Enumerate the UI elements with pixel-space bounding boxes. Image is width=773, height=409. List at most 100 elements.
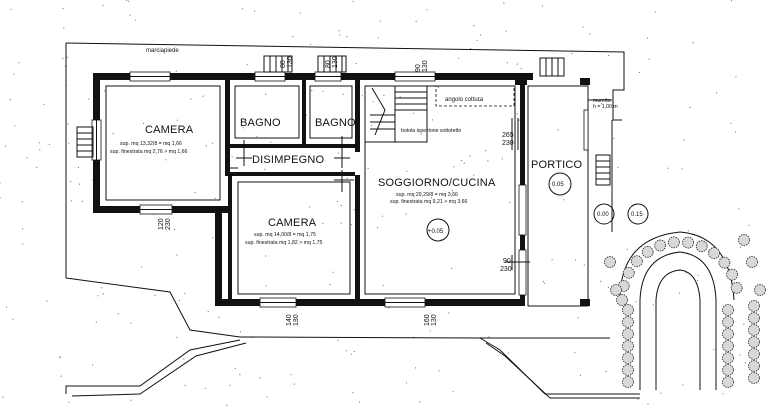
- speckle: [322, 90, 324, 92]
- bush-icon: [722, 340, 734, 352]
- speckle: [309, 206, 311, 208]
- speckle: [697, 279, 699, 282]
- bush-icon: [631, 255, 643, 268]
- speckle: [234, 367, 236, 370]
- speckle: [22, 243, 24, 245]
- bush-icon: [654, 239, 667, 252]
- speckle: [372, 101, 374, 103]
- bush-icon: [726, 268, 738, 281]
- speckle: [377, 37, 379, 39]
- speckle: [652, 304, 654, 306]
- speckle: [355, 63, 357, 65]
- speckle: [469, 47, 472, 50]
- speckle: [176, 336, 178, 338]
- garden-bushes: [604, 234, 766, 388]
- speckle: [226, 404, 228, 406]
- bush-icon: [722, 304, 734, 316]
- dim-bot-1-b: 130: [293, 314, 300, 326]
- speckle: [646, 37, 649, 39]
- dim-left-a: 120: [158, 218, 165, 230]
- speckle: [713, 348, 715, 350]
- speckle: [5, 306, 8, 308]
- bush-icon: [748, 300, 760, 312]
- speckle: [399, 96, 401, 98]
- speckle: [102, 4, 104, 6]
- speckle: [332, 271, 334, 273]
- speckle: [207, 310, 209, 312]
- bush-icon: [748, 372, 760, 384]
- speckle: [626, 248, 628, 250]
- room-soggiorno-window: sup. finestrata mq 9,21 > mq 3,66: [390, 199, 468, 205]
- speckle: [194, 191, 196, 194]
- bush-icon: [748, 312, 760, 324]
- speckle: [683, 139, 685, 141]
- speckle: [589, 33, 591, 35]
- speckle: [264, 168, 266, 170]
- speckle: [678, 292, 681, 294]
- speckle: [681, 168, 683, 170]
- speckle: [377, 227, 379, 229]
- speckle: [685, 272, 687, 274]
- speckle: [0, 197, 1, 199]
- speckle: [520, 67, 522, 69]
- dim-top-2-a: 80: [325, 60, 332, 68]
- speckle: [175, 70, 177, 72]
- speckle: [311, 90, 313, 92]
- speckle: [406, 170, 408, 172]
- speckle: [176, 119, 178, 121]
- speckle: [488, 336, 490, 338]
- angolo-cottura-label: angolo cottura: [445, 97, 484, 103]
- dim-door-a: 265: [502, 132, 514, 139]
- speckle: [406, 382, 408, 384]
- speckle: [451, 189, 453, 191]
- speckle: [154, 295, 156, 297]
- bush-icon: [622, 316, 634, 328]
- speckle: [345, 350, 347, 352]
- speckle: [453, 166, 455, 168]
- dim-left-b: 230: [165, 218, 172, 230]
- room-frames: [105, 85, 516, 295]
- speckle: [583, 264, 585, 266]
- room-camera-center: CAMERA: [268, 217, 317, 229]
- speckle: [36, 166, 38, 168]
- speckle: [112, 133, 114, 135]
- speckle: [689, 106, 691, 108]
- level-ext-2: 0.15: [631, 212, 643, 218]
- garden-spiral: [619, 231, 735, 390]
- speckle: [452, 391, 454, 393]
- bush-icon: [748, 360, 760, 372]
- dim-top-3-a: 90: [415, 64, 422, 72]
- speckle: [458, 57, 460, 59]
- speckle: [379, 20, 381, 22]
- room-bagno-2: BAGNO: [315, 117, 356, 129]
- level-soggiorno: +0.05: [428, 229, 444, 235]
- speckle: [638, 71, 640, 73]
- roof-vents: [76, 55, 611, 186]
- speckle: [574, 352, 576, 354]
- speckle: [12, 318, 14, 320]
- bush-icon: [722, 316, 734, 328]
- speckle: [135, 19, 137, 21]
- speckle: [48, 143, 51, 145]
- speckle: [412, 112, 414, 114]
- lot-boundary: [65, 42, 625, 121]
- speckle: [448, 312, 450, 314]
- speckle: [239, 374, 241, 376]
- speckle: [687, 230, 690, 232]
- speckle: [748, 224, 750, 226]
- speckle: [541, 5, 544, 7]
- speckle: [437, 86, 439, 88]
- room-camera-left: CAMERA: [145, 124, 194, 136]
- speckle: [184, 292, 186, 294]
- speckle: [542, 280, 545, 283]
- speckle: [104, 90, 106, 92]
- bush-icon: [682, 236, 694, 249]
- botola-label: botola ispezione sottotetto: [401, 128, 461, 134]
- bush-icon: [668, 236, 680, 249]
- speckle: [692, 42, 694, 44]
- level-portico: 0.05: [552, 182, 564, 188]
- speckle: [383, 94, 385, 96]
- speckle: [338, 30, 340, 32]
- speckle: [739, 354, 741, 356]
- speckle: [173, 229, 176, 231]
